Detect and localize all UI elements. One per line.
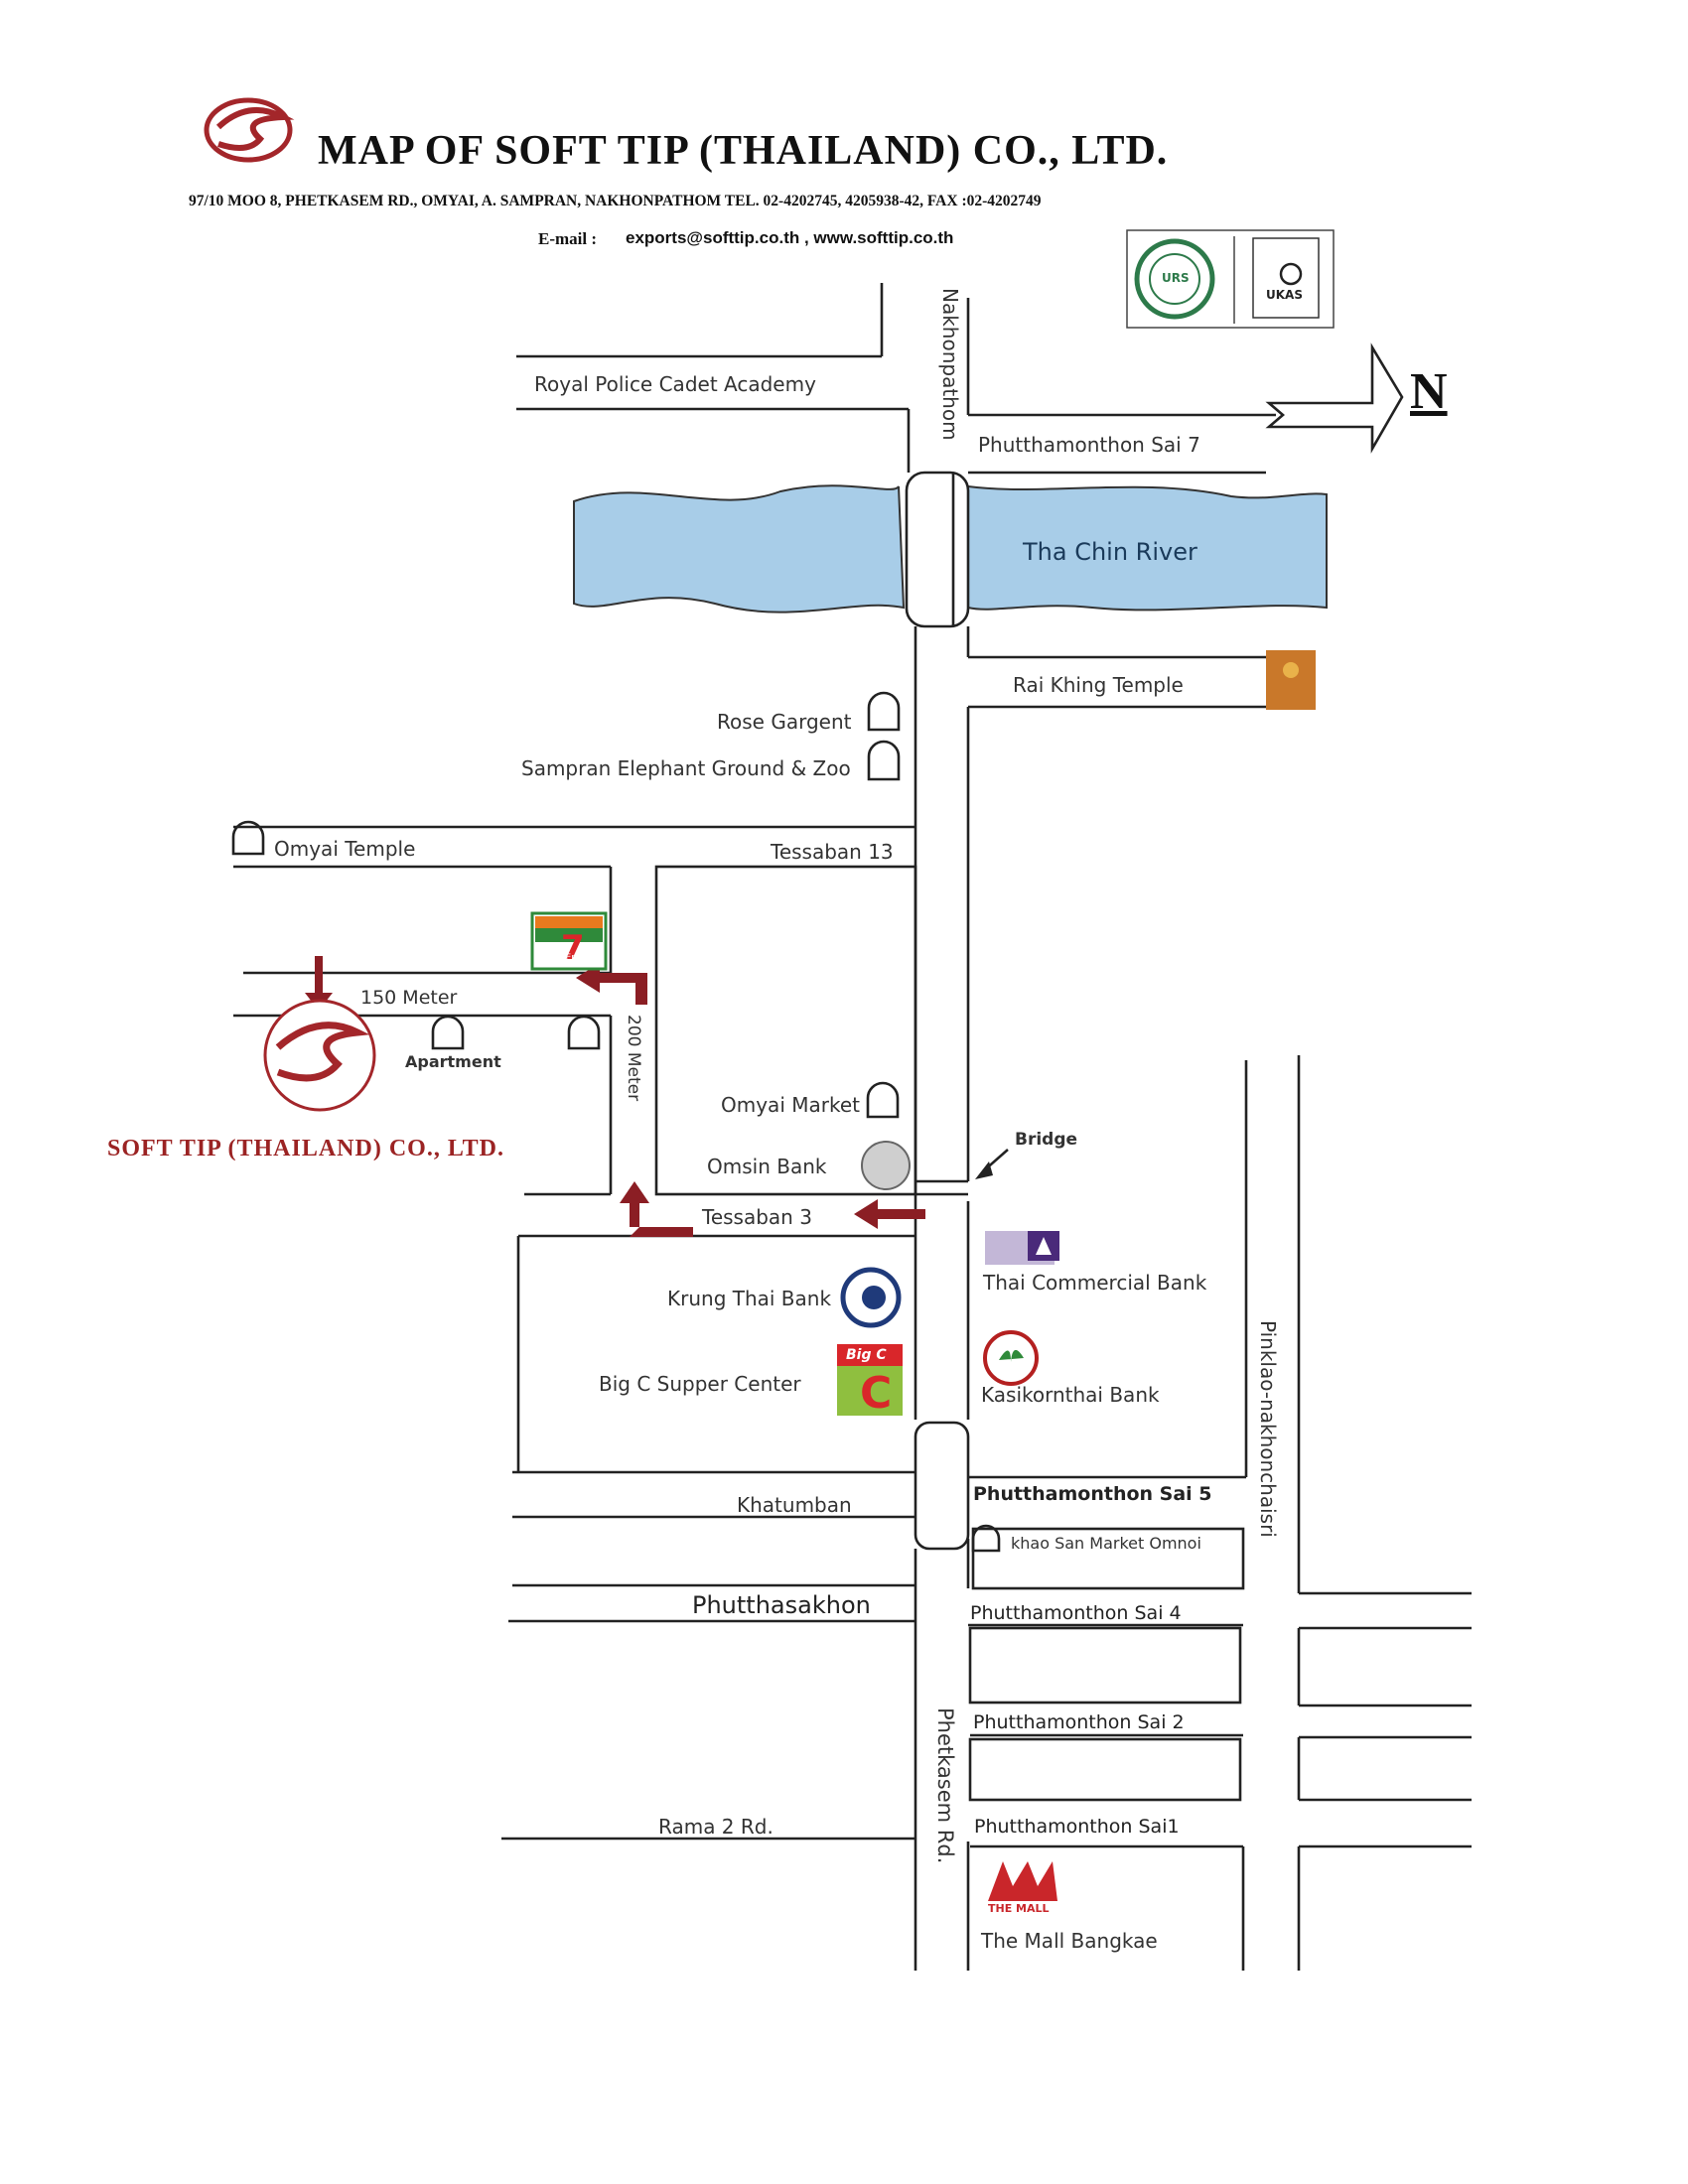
softtip-logo-header <box>204 97 295 163</box>
bridge-pointer <box>975 1149 1009 1179</box>
road-tessaban3: Tessaban 3 <box>702 1205 812 1229</box>
road-rama2: Rama 2 Rd. <box>658 1815 774 1839</box>
bigc-logo: C <box>837 1344 903 1419</box>
the-mall-text: THE MALL <box>988 1902 1050 1915</box>
tha-chin-river <box>573 482 906 614</box>
place-khao-san-market: khao San Market Omnoi <box>1011 1534 1201 1553</box>
road-sai2: Phutthamonthon Sai 2 <box>973 1711 1185 1733</box>
company-address: 97/10 MOO 8, PHETKASEM RD., OMYAI, A. SA… <box>189 193 1042 209</box>
north-label: N <box>1410 363 1448 420</box>
svg-text:C: C <box>860 1368 892 1419</box>
road-sai4: Phutthamonthon Sai 4 <box>970 1602 1182 1624</box>
company-location-name: SOFT TIP (THAILAND) CO., LTD. <box>107 1136 504 1161</box>
place-thai-commercial-bank: Thai Commercial Bank <box>983 1271 1207 1295</box>
place-big-c: Big C Supper Center <box>599 1372 801 1396</box>
the-mall-logo <box>983 1856 1060 1914</box>
road-network <box>233 283 1472 1971</box>
seven-eleven-logo: 7 <box>530 911 608 971</box>
place-omyai-market: Omyai Market <box>721 1093 860 1117</box>
road-phutthasakhon: Phutthasakhon <box>692 1591 871 1619</box>
road-sai5: Phutthamonthon Sai 5 <box>973 1483 1212 1505</box>
certification-badges <box>1126 229 1335 329</box>
place-rai-khing-temple: Rai Khing Temple <box>1013 673 1184 697</box>
road-pinklao: Pinklao-nakhonchaisri <box>1256 1320 1280 1538</box>
road-sai1: Phutthamonthon Sai1 <box>974 1816 1180 1838</box>
place-krung-thai-bank: Krung Thai Bank <box>667 1287 832 1310</box>
email-label: E-mail : <box>538 229 598 248</box>
email-value[interactable]: exports@softtip.co.th , www.softtip.co.t… <box>626 228 954 247</box>
road-tessaban13: Tessaban 13 <box>771 840 894 864</box>
scb-logo <box>985 1231 1059 1265</box>
softtip-logo-map <box>263 999 376 1112</box>
bigc-text: Big C <box>846 1347 887 1363</box>
ukas-text: UKAS <box>1266 288 1303 302</box>
urs-text: URS <box>1162 271 1190 285</box>
tha-chin-river-east <box>967 484 1328 612</box>
place-kasikorn-bank: Kasikornthai Bank <box>981 1383 1160 1407</box>
page-title: MAP OF SOFT TIP (THAILAND) CO., LTD. <box>318 128 1169 174</box>
place-elephant-zoo: Sampran Elephant Ground & Zoo <box>521 756 851 780</box>
bridge-label: Bridge <box>1015 1130 1078 1150</box>
north-arrow <box>1265 342 1404 454</box>
svg-text:7: 7 <box>561 928 585 968</box>
road-sai7: Phutthamonthon Sai 7 <box>978 433 1200 457</box>
place-omyai-temple: Omyai Temple <box>274 837 416 861</box>
river-label: Tha Chin River <box>1023 538 1197 566</box>
rai-khing-temple-image <box>1266 650 1316 710</box>
place-markers <box>231 691 1001 1553</box>
road-khatumban: Khatumban <box>737 1493 852 1517</box>
seven-eleven-text: ELEVEn <box>543 953 577 963</box>
kasikorn-logo <box>983 1330 1039 1386</box>
place-omsin-bank: Omsin Bank <box>707 1155 827 1178</box>
place-police-academy: Royal Police Cadet Academy <box>534 372 816 396</box>
road-nakhonpathom: Nakhonpathom <box>938 288 962 441</box>
distance-200m: 200 Meter <box>624 1015 643 1102</box>
road-phetkasem: Phetkasem Rd. <box>933 1707 957 1864</box>
omsin-bank-logo <box>861 1141 911 1190</box>
place-apartment: Apartment <box>405 1052 501 1071</box>
distance-150m: 150 Meter <box>360 987 458 1009</box>
place-the-mall: The Mall Bangkae <box>981 1929 1158 1953</box>
place-rose-garden: Rose Gargent <box>717 710 852 734</box>
